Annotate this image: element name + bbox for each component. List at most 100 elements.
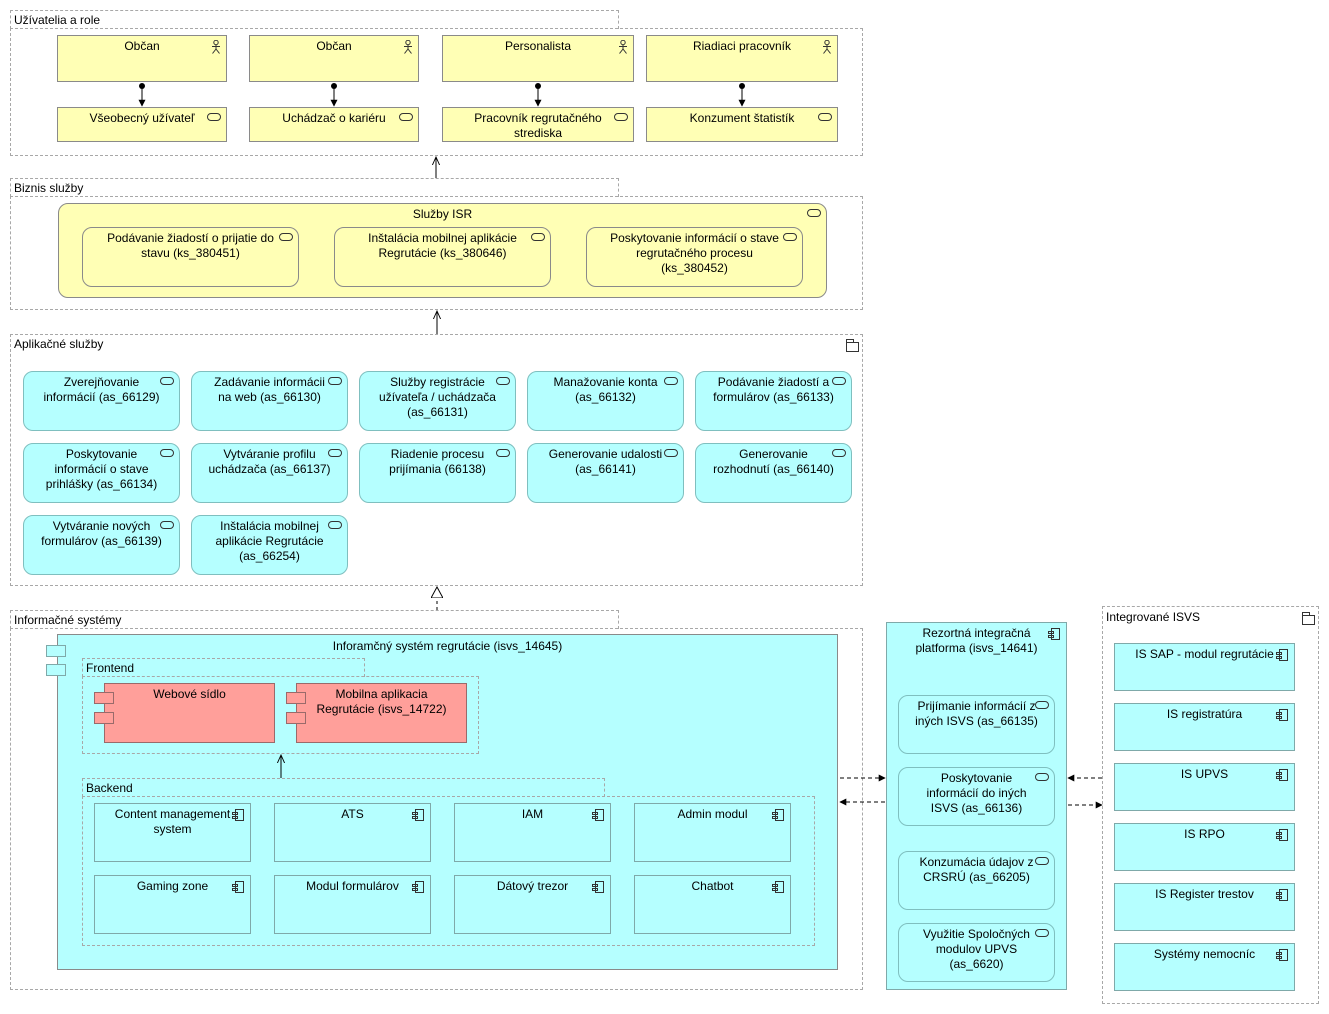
- backend-component-label: Gaming zone: [136, 879, 209, 893]
- platform-service-label: Využitie Spoločných modulov UPVS (as_662…: [923, 927, 1030, 971]
- backend-component[interactable]: Modul formulárov: [274, 875, 431, 934]
- app-service-label: Podávanie žiadostí a formulárov (as_6613…: [713, 375, 834, 404]
- actor-label: Občan: [124, 39, 160, 53]
- frontend-tab: [82, 658, 365, 677]
- app-service-label: Poskytovanie informácií o stave prihlášk…: [45, 447, 158, 491]
- role-label: Všeobecný užívateľ: [89, 111, 195, 125]
- role-icon: [207, 113, 221, 121]
- backend-component[interactable]: Content management system: [94, 803, 251, 862]
- integrated-system[interactable]: IS registratúra: [1114, 703, 1295, 751]
- platform-title: Rezortná integračná platforma (isvs_1464…: [915, 626, 1038, 655]
- integrated-system[interactable]: IS RPO: [1114, 823, 1295, 871]
- group-business-tab: [10, 178, 619, 197]
- component-icon: [232, 881, 244, 893]
- group-users-tab: [10, 10, 619, 29]
- platform-service[interactable]: Poskytovanie informácií do iných ISVS (a…: [898, 767, 1055, 826]
- actor-icon: [404, 40, 412, 54]
- app-service[interactable]: Vytváranie profilu uchádzača (as_66137): [191, 443, 348, 503]
- component-icon: [412, 809, 424, 821]
- integrated-system[interactable]: IS Register trestov: [1114, 883, 1295, 931]
- service-icon: [1035, 929, 1049, 937]
- app-service[interactable]: Riadenie procesu prijímania (66138): [359, 443, 516, 503]
- backend-component-label: Admin modul: [677, 807, 748, 821]
- app-service-label: Vytváranie profilu uchádzača (as_66137): [208, 447, 331, 476]
- component-icon: [412, 881, 424, 893]
- business-service-label: Poskytovanie informácií o stave regrutač…: [610, 231, 779, 275]
- app-service[interactable]: Generovanie rozhodnutí (as_66140): [695, 443, 852, 503]
- integrated-system[interactable]: Systémy nemocníc: [1114, 943, 1295, 991]
- frontend-web[interactable]: Webové sídlo: [104, 683, 275, 743]
- app-service[interactable]: Zverejňovanie informácií (as_66129): [23, 371, 180, 431]
- service-icon: [328, 521, 342, 529]
- integrated-system-label: IS registratúra: [1166, 707, 1243, 721]
- component-icon: [232, 809, 244, 821]
- actor-label: Riadiaci pracovník: [692, 39, 792, 53]
- app-service-label: Riadenie procesu prijímania (66138): [389, 447, 486, 476]
- app-service[interactable]: Generovanie udalosti (as_66141): [527, 443, 684, 503]
- backend-component[interactable]: IAM: [454, 803, 611, 862]
- actor-icon: [619, 40, 627, 54]
- backend-component[interactable]: Gaming zone: [94, 875, 251, 934]
- business-service-label: Podávanie žiadostí o prijatie do stavu (…: [107, 231, 274, 260]
- folder-icon: [846, 339, 859, 352]
- business-service-ziadosti[interactable]: Podávanie žiadostí o prijatie do stavu (…: [82, 227, 299, 287]
- app-service[interactable]: Manažovanie konta (as_66132): [527, 371, 684, 431]
- platform-service-label: Prijímanie informácií z iných ISVS (as_6…: [915, 699, 1038, 728]
- backend-component[interactable]: Dátový trezor: [454, 875, 611, 934]
- actor-obcan-2[interactable]: Občan: [249, 35, 419, 82]
- flow-links: [839, 774, 1103, 809]
- actor-personalista[interactable]: Personalista: [442, 35, 634, 82]
- frontend-component-label: Mobilna aplikacia Regrutácie (isvs_14722…: [316, 687, 447, 716]
- backend-component-label: ATS: [341, 807, 364, 821]
- app-service[interactable]: Vytváranie nových formulárov (as_66139): [23, 515, 180, 575]
- role-pracovnik-strediska[interactable]: Pracovník regrutačného strediska: [442, 107, 634, 142]
- business-service-poskytovanie[interactable]: Poskytovanie informácií o stave regrutač…: [586, 227, 803, 287]
- frontend-mobile[interactable]: Mobilna aplikacia Regrutácie (isvs_14722…: [296, 683, 467, 743]
- service-icon: [832, 377, 846, 385]
- assignment-links: [138, 83, 746, 107]
- backend-component[interactable]: Admin modul: [634, 803, 791, 862]
- actor-obcan-1[interactable]: Občan: [57, 35, 227, 82]
- service-icon: [664, 449, 678, 457]
- app-service[interactable]: Podávanie žiadostí a formulárov (as_6613…: [695, 371, 852, 431]
- business-service-instalacia[interactable]: Inštalácia mobilnej aplikácie Regrutácie…: [334, 227, 551, 287]
- group-integrated-label: Integrované ISVS: [1106, 610, 1201, 624]
- app-service-label: Služby registrácie užívateľa / uchádzača…: [379, 375, 496, 419]
- platform-service[interactable]: Prijímanie informácií z iných ISVS (as_6…: [898, 695, 1055, 754]
- platform-service[interactable]: Konzumácia údajov z CRSRÚ (as_66205): [898, 851, 1055, 910]
- service-icon: [1035, 857, 1049, 865]
- platform-service[interactable]: Využitie Spoločných modulov UPVS (as_662…: [898, 923, 1055, 982]
- app-service[interactable]: Inštalácia mobilnej aplikácie Regrutácie…: [191, 515, 348, 575]
- actor-icon: [823, 40, 831, 54]
- group-app: [10, 334, 863, 586]
- component-icon: [1276, 649, 1288, 661]
- role-vseobecny-uzivatel[interactable]: Všeobecný užívateľ: [57, 107, 227, 142]
- role-icon: [614, 113, 628, 121]
- app-service[interactable]: Služby registrácie užívateľa / uchádzača…: [359, 371, 516, 431]
- integrated-system[interactable]: IS SAP - modul regrutácie: [1114, 643, 1295, 691]
- app-service[interactable]: Poskytovanie informácií o stave prihlášk…: [23, 443, 180, 503]
- integrated-system[interactable]: IS UPVS: [1114, 763, 1295, 811]
- service-icon: [496, 377, 510, 385]
- app-service[interactable]: Zadávanie informácii na web (as_66130): [191, 371, 348, 431]
- service-icon: [531, 233, 545, 241]
- actor-label: Občan: [316, 39, 352, 53]
- backend-component-label: IAM: [521, 807, 544, 821]
- app-service-label: Manažovanie konta (as_66132): [553, 375, 658, 404]
- component-port: [286, 692, 306, 704]
- component-port: [94, 692, 114, 704]
- role-uchadzac[interactable]: Uchádzač o kariéru: [249, 107, 419, 142]
- component-icon: [592, 881, 604, 893]
- actor-riadiaci-pracovnik[interactable]: Riadiaci pracovník: [646, 35, 838, 82]
- frontend-group: [82, 676, 479, 754]
- role-konzument-statistik[interactable]: Konzument štatistík: [646, 107, 838, 142]
- service-icon: [832, 449, 846, 457]
- service-icon: [807, 209, 821, 217]
- component-icon: [1276, 769, 1288, 781]
- role-label: Konzument štatistík: [689, 111, 795, 125]
- app-service-label: Zadávanie informácii na web (as_66130): [214, 375, 325, 404]
- backend-component[interactable]: ATS: [274, 803, 431, 862]
- backend-component[interactable]: Chatbot: [634, 875, 791, 934]
